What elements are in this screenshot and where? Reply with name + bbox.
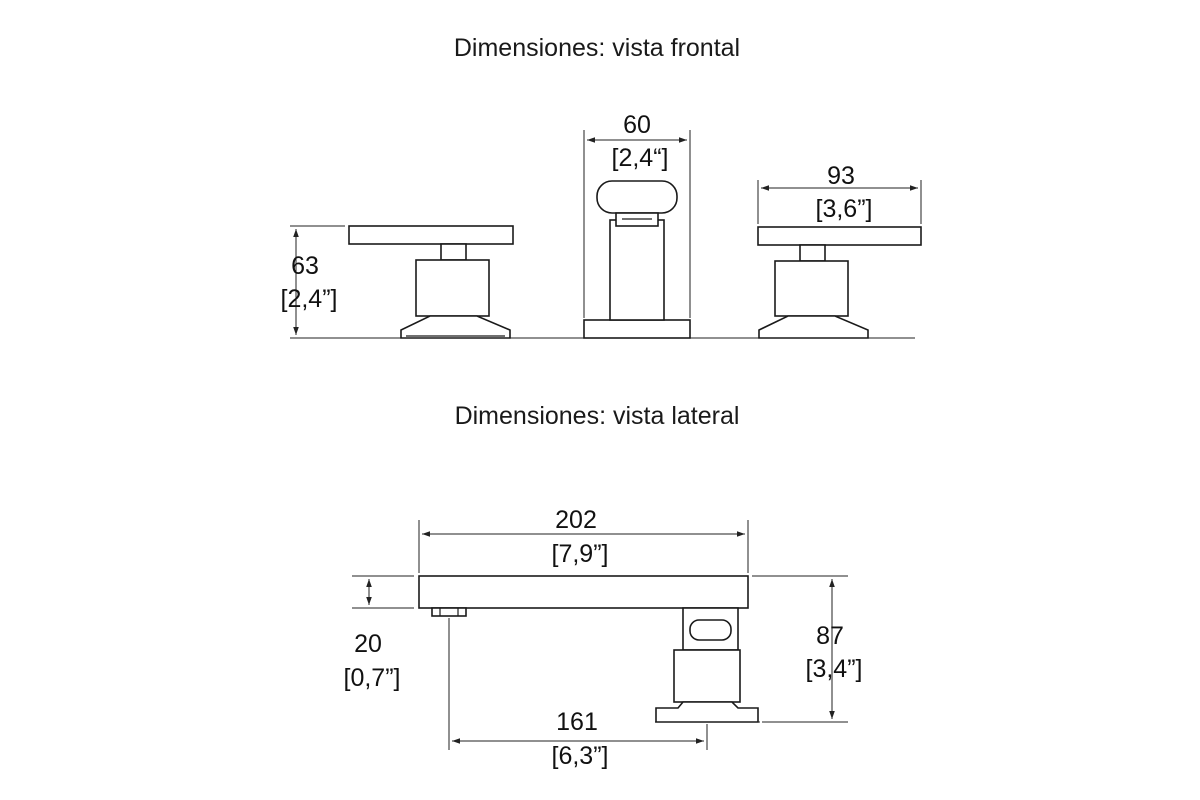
- length-inches: [7,9”]: [552, 540, 609, 568]
- dimension-length-202: 202 [7,9”]: [418, 506, 749, 573]
- dimension-spout-width-60: 60 [2,4“]: [583, 111, 691, 318]
- spout-thickness-inches: [0,7”]: [344, 664, 401, 692]
- side-view: 202 [7,9”] 20 [0,7”] 87 [3,4”] 161 [6,3”…: [344, 506, 863, 770]
- total-height-value: 87: [816, 622, 844, 650]
- front-view-title: Dimensiones: vista frontal: [454, 34, 740, 62]
- dimension-reach-161: 161 [6,3”]: [448, 618, 708, 770]
- total-height-inches: [3,4”]: [806, 655, 863, 683]
- spout-thickness-value: 20: [354, 630, 382, 658]
- length-value: 202: [555, 506, 597, 534]
- dimension-spout-thickness-20: 20 [0,7”]: [344, 575, 414, 692]
- height-value: 63: [291, 252, 319, 280]
- left-handle: [348, 225, 514, 339]
- reach-value: 161: [556, 708, 598, 736]
- dimension-handle-width-93: 93 [3,6”]: [757, 162, 922, 224]
- dimension-height-63: 63 [2,4”]: [281, 225, 345, 335]
- front-view: 63 [2,4”] 60 [2,4“] 93 [3,6”]: [281, 111, 922, 339]
- side-view-title: Dimensiones: vista lateral: [455, 402, 740, 430]
- spout-width-value: 60: [623, 111, 651, 139]
- reach-inches: [6,3”]: [552, 742, 609, 770]
- handle-width-value: 93: [827, 162, 855, 190]
- handle-width-inches: [3,6”]: [816, 195, 873, 223]
- faucet-body-side: [655, 607, 759, 723]
- dimension-total-height-87: 87 [3,4”]: [752, 575, 863, 723]
- spout-width-inches: [2,4“]: [612, 144, 669, 172]
- spout-arm-side: [418, 575, 749, 617]
- height-inches: [2,4”]: [281, 285, 338, 313]
- center-spout-front: [583, 180, 691, 339]
- right-handle: [757, 226, 922, 339]
